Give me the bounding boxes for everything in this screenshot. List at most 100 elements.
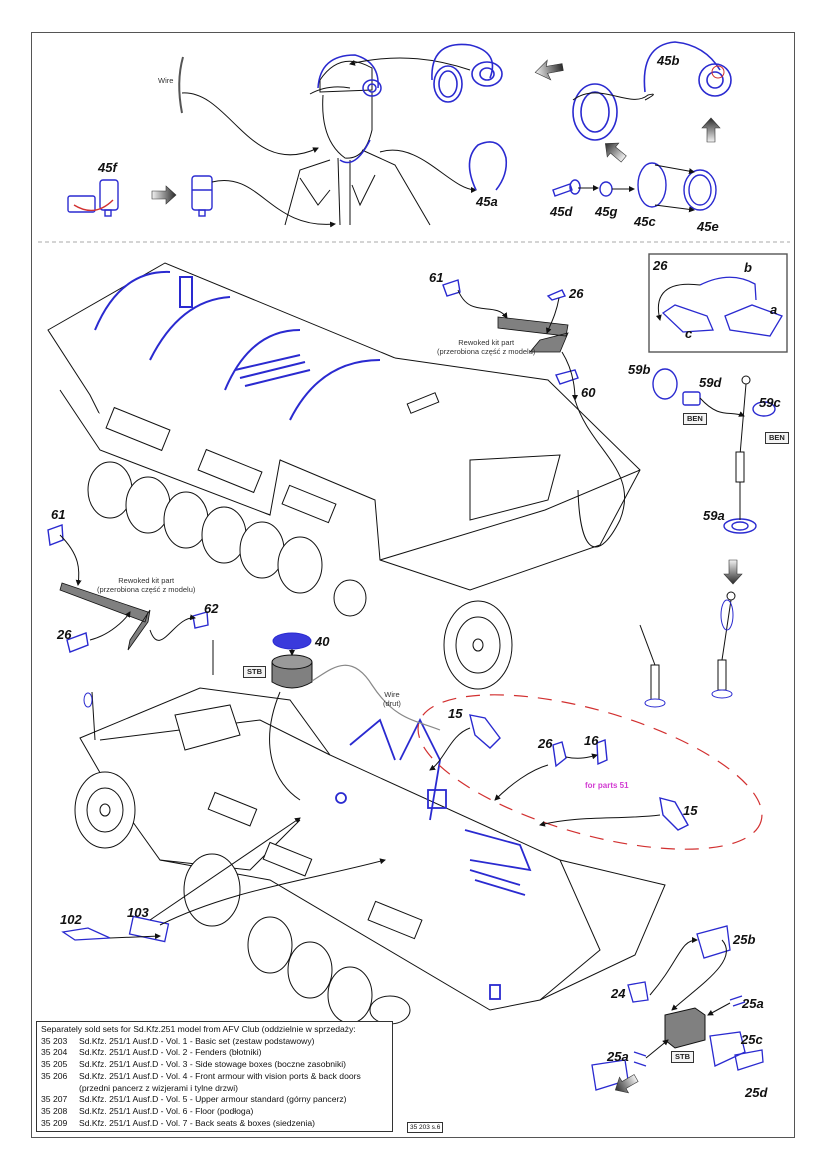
instruction-sheet-border [31, 32, 795, 1138]
antenna-assembled [639, 591, 736, 708]
rework-note-left-line1: Rewoked kit part [118, 576, 175, 585]
arrow-down-left-icon [614, 1074, 639, 1094]
legend-row: 35 203 Sd.Kfz. 251/1 Ausf.D - Vol. 1 - Ba… [41, 1036, 388, 1048]
parts-51-guide-ellipse [417, 694, 763, 850]
inset-26-box [648, 253, 788, 353]
halftrack-upper [47, 262, 641, 591]
inset-26-label-a: a [770, 302, 778, 317]
ben-tag-2: BEN [765, 432, 789, 444]
part-103-leaders [149, 817, 386, 926]
stb-tag-1: STB [243, 666, 266, 678]
part-label-59a: 59a [703, 508, 725, 523]
amplifier-45f [67, 179, 119, 217]
part-label-25c: 25c [741, 1032, 763, 1047]
inset-26-label-b: b [744, 260, 752, 275]
top-bracket-leaders [457, 289, 578, 401]
part-label-26-top: 26 [569, 286, 584, 301]
legend-code: 35 203 [41, 1035, 68, 1046]
part-label-15-a: 15 [448, 706, 463, 721]
part-label-59c: 59c [759, 395, 781, 410]
wire-drut [311, 664, 441, 731]
legend-code: 35 204 [41, 1047, 68, 1058]
earcup-parts [552, 162, 717, 211]
legend-desc: Sd.Kfz. 251/1 Ausf.D - Vol. 1 - Basic se… [79, 1035, 315, 1046]
lower-frame-rails [335, 717, 532, 1000]
legend-desc: Sd.Kfz. 251/1 Ausf.D - Vol. 6 - Floor (p… [79, 1105, 254, 1116]
wire-drut-label-line2: (drut) [383, 699, 401, 708]
amplifier-leader [211, 179, 336, 228]
left-bracket-leaders [59, 534, 196, 641]
part-label-25a-right: 25a [742, 996, 764, 1011]
ben-tag-1: BEN [683, 413, 707, 425]
band-leader [379, 149, 477, 193]
inset-26-leader [655, 283, 701, 321]
lower-road-wheels [74, 771, 411, 1025]
part-label-62: 62 [204, 601, 219, 616]
earcup-leaders [578, 164, 695, 213]
upper-frame-rails [94, 270, 381, 421]
sets-legend: Separately sold sets for Sd.Kfz.251 mode… [36, 1021, 393, 1133]
part-label-25b: 25b [733, 932, 756, 947]
stb-box-leaders [645, 937, 731, 1059]
part-label-61-top: 61 [429, 270, 444, 285]
part-label-25a-left: 25a [607, 1049, 629, 1064]
stb-cylinder [271, 654, 313, 689]
note-for-parts-51: for parts 51 [585, 781, 629, 790]
rework-note-top-line2: (przerobiona część z modelu) [437, 347, 536, 356]
lower-part-leaders [429, 727, 661, 827]
lower-antennas [83, 640, 214, 741]
wire-drut-label-line1: Wire [384, 690, 400, 699]
legend-header: Separately sold sets for Sd.Kfz.251 mode… [41, 1024, 356, 1034]
part-label-25d: 25d [745, 1085, 768, 1100]
legend-desc: Sd.Kfz. 251/1 Ausf.D - Vol. 5 - Upper ar… [79, 1094, 347, 1105]
inset-26-label-c: c [685, 326, 693, 341]
part-label-26-lower: 26 [538, 736, 553, 751]
halftrack-lower [79, 687, 666, 1011]
upper-road-wheels [87, 461, 513, 690]
part-label-60: 60 [581, 385, 596, 400]
legend-code: 35 208 [41, 1105, 68, 1116]
part-40-grille [272, 632, 312, 650]
stb-tag-2: STB [671, 1051, 694, 1063]
part-label-45d: 45d [550, 204, 573, 219]
inset-26-title: 26 [653, 258, 668, 273]
part-label-103: 103 [127, 905, 149, 920]
antenna-59-mast [735, 375, 751, 520]
wire-drut-label: Wire (drut) [383, 690, 401, 708]
legend-desc: Sd.Kfz. 251/1 Ausf.D - Vol. 3 - Side sto… [79, 1059, 347, 1070]
arrow-up-left-icon [604, 142, 627, 163]
headset-45b-wire [572, 92, 654, 101]
part-103 [128, 915, 170, 943]
legend-row: 35 209 Sd.Kfz. 251/1 Ausf.D - Vol. 7 - Ba… [41, 1118, 388, 1130]
legend-row: 35 204 Sd.Kfz. 251/1 Ausf.D - Vol. 2 - Fe… [41, 1047, 388, 1059]
legend-row: 35 208 Sd.Kfz. 251/1 Ausf.D - Vol. 6 - Fl… [41, 1106, 388, 1118]
parts-24-25 [591, 925, 764, 1091]
headset-leader [349, 57, 471, 71]
part-label-59b: 59b [628, 362, 651, 377]
parts-15-16-26 [469, 714, 689, 831]
headset-on-head [317, 54, 382, 164]
wire-leader [181, 92, 319, 156]
antenna-leader-59d [699, 397, 745, 417]
bracket-parts-left [47, 524, 209, 653]
part-102 [61, 927, 111, 941]
page-code: 35 203 s.6 [407, 1122, 444, 1133]
part-label-45g: 45g [595, 204, 618, 219]
part-label-102: 102 [60, 912, 82, 927]
amplifier-assembled [191, 175, 213, 217]
legend-desc: Sd.Kfz. 251/1 Ausf.D - Vol. 7 - Back sea… [79, 1117, 315, 1128]
part-label-45e: 45e [697, 219, 719, 234]
leader-60-long [574, 399, 626, 548]
headset-45b [572, 41, 732, 141]
rework-note-left: Rewoked kit part (przerobiona część z mo… [97, 576, 195, 594]
legend-desc: Sd.Kfz. 251/1 Ausf.D - Vol. 2 - Fenders … [79, 1047, 262, 1058]
rework-note-top: Rewoked kit part (przerobiona część z mo… [437, 338, 535, 356]
part-label-40: 40 [315, 634, 330, 649]
part-label-45b: 45b [657, 53, 680, 68]
legend-code: 35 209 [41, 1117, 68, 1128]
rework-note-top-line1: Rewoked kit part [458, 338, 515, 347]
part-label-15-b: 15 [683, 803, 698, 818]
